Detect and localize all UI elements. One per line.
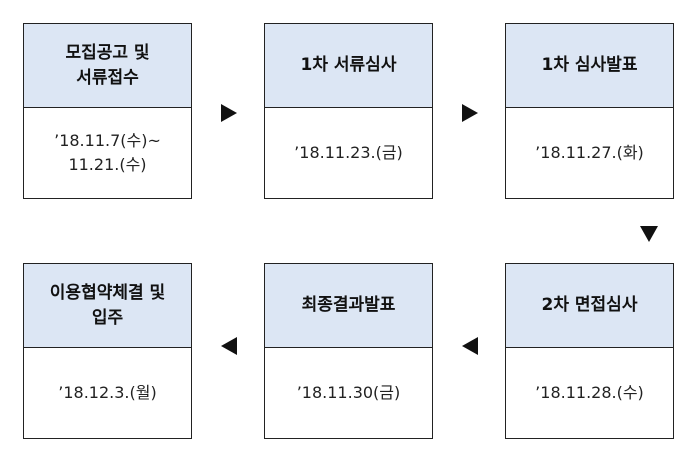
step-date: ’18.12.3.(월) (58, 383, 157, 402)
arrow-left-icon (460, 336, 480, 356)
step-first-document-review: 1차 서류심사 ’18.11.23.(금) (264, 23, 433, 199)
step-date: ’18.11.7(수)~ 11.21.(수) (54, 131, 161, 174)
step-title: 1차 서류심사 (265, 24, 432, 108)
step-title: 이용협약체결 및 입주 (24, 264, 191, 348)
step-title: 최종결과발표 (265, 264, 432, 348)
step-date: ’18.11.23.(금) (294, 143, 403, 162)
step-recruitment-application: 모집공고 및 서류접수 ’18.11.7(수)~ 11.21.(수) (23, 23, 192, 199)
step-first-result-announcement: 1차 심사발표 ’18.11.27.(화) (505, 23, 674, 199)
step-second-interview: 2차 면접심사 ’18.11.28.(수) (505, 263, 674, 439)
step-title: 모집공고 및 서류접수 (24, 24, 191, 108)
step-date: ’18.11.28.(수) (535, 383, 644, 402)
step-title: 1차 심사발표 (506, 24, 673, 108)
arrow-right-icon (219, 103, 239, 123)
arrow-right-icon (460, 103, 480, 123)
step-final-result-announcement: 최종결과발표 ’18.11.30(금) (264, 263, 433, 439)
step-date: ’18.11.30(금) (296, 383, 401, 402)
arrow-down-icon (639, 224, 659, 244)
arrow-left-icon (219, 336, 239, 356)
step-date: ’18.11.27.(화) (535, 143, 644, 162)
step-agreement-move-in: 이용협약체결 및 입주 ’18.12.3.(월) (23, 263, 192, 439)
step-title: 2차 면접심사 (506, 264, 673, 348)
